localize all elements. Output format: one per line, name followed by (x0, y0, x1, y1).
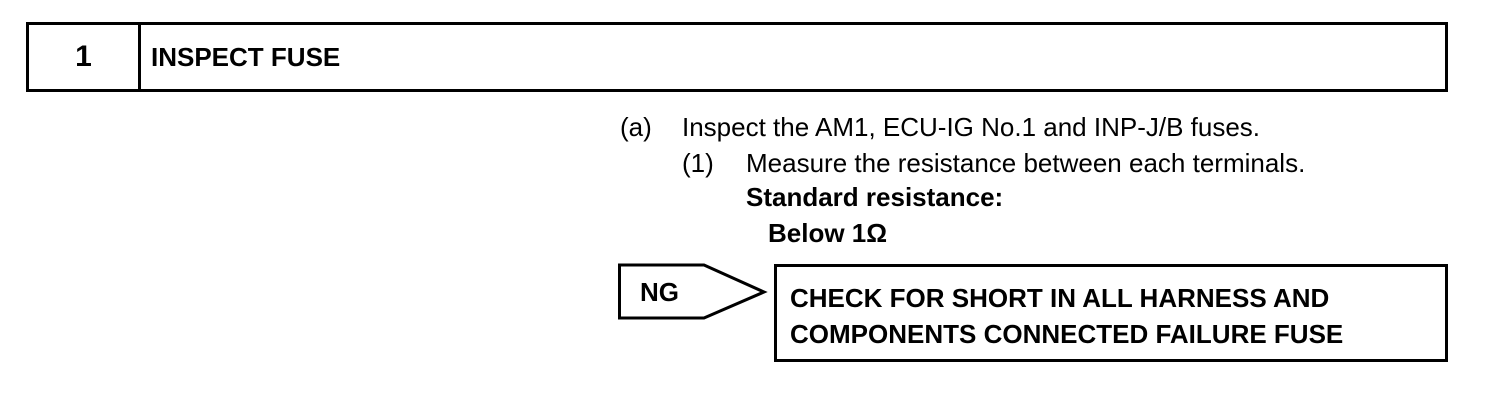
step-number: 1 (29, 25, 141, 89)
standard-resistance-label: Standard resistance: (746, 182, 1004, 212)
step-title: INSPECT FUSE (151, 41, 341, 72)
standard-resistance-value: Below 1Ω (768, 218, 888, 248)
ng-label: NG (640, 277, 679, 307)
ng-result-line-1: CHECK FOR SHORT IN ALL HARNESS AND (790, 283, 1330, 313)
ng-arrow-icon (618, 263, 768, 320)
step-header: 1 INSPECT FUSE (26, 22, 1448, 92)
instruction-a-marker: (a) (620, 112, 652, 142)
ng-result-box: CHECK FOR SHORT IN ALL HARNESS AND COMPO… (774, 264, 1448, 362)
instruction-1-marker: (1) (682, 148, 714, 178)
instruction-1-text: Measure the resistance between each term… (746, 148, 1306, 178)
instruction-a-text: Inspect the AM1, ECU-IG No.1 and INP-J/B… (682, 112, 1261, 142)
ng-result-line-2: COMPONENTS CONNECTED FAILURE FUSE (790, 319, 1344, 349)
